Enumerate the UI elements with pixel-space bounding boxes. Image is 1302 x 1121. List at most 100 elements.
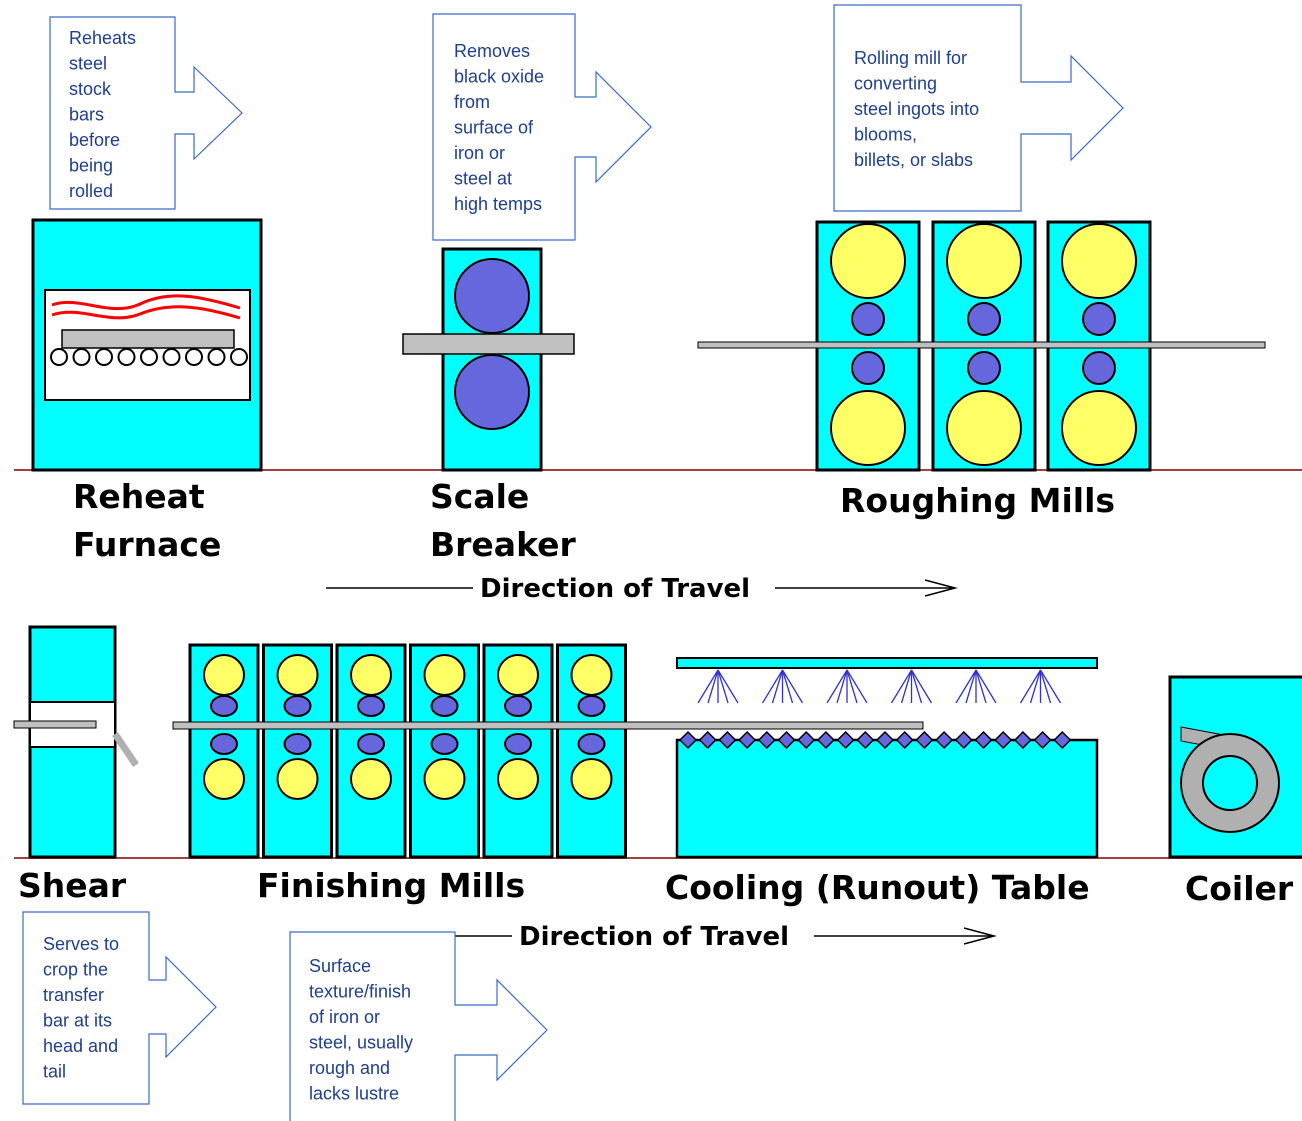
finishing-roll-small [283, 695, 312, 717]
label-coiler: Coiler [1185, 869, 1294, 908]
finishing-roll-small [210, 733, 238, 755]
reheat-furnace [31, 218, 263, 472]
scale-breaker [402, 247, 575, 472]
finishing-roll-small [357, 733, 385, 755]
label-reheat-furnace-1: Reheat [73, 477, 205, 516]
finishing-roll-small [430, 733, 459, 755]
callout-reheat-text: Reheats steel stock bars before being ro… [69, 28, 141, 201]
label-roughing-mills: Roughing Mills [840, 481, 1115, 520]
finishing-roll-large [350, 758, 392, 800]
flame-1 [51, 294, 241, 311]
finishing-roll-large [276, 758, 319, 800]
roughing-roll-large [1061, 223, 1137, 299]
callout-scale: Removes black oxide from surface of iron… [432, 13, 652, 241]
cooling-table [675, 657, 1099, 859]
finishing-roll-small [577, 733, 606, 755]
finishing-roll-small [210, 695, 238, 717]
finishing-roll-large [350, 654, 392, 696]
callout-finishing: Surface texture/finish of iron or steel,… [289, 931, 548, 1121]
scale-breaker-roll-bottom [454, 354, 530, 430]
roughing-bar [697, 341, 1266, 349]
water-spray [1019, 669, 1062, 704]
water-spray [955, 669, 997, 704]
shear-cropped-piece [112, 732, 139, 767]
table-roller [836, 730, 855, 750]
finishing-bar [172, 721, 924, 730]
roughing-roll-large [830, 390, 906, 466]
finishing-roll-small [577, 695, 606, 717]
spray-header [676, 657, 1098, 669]
furnace-roller [50, 348, 68, 366]
table-roller [895, 730, 914, 750]
finishing-roll-large [497, 758, 539, 800]
finishing-roll-small [357, 695, 385, 717]
callout-scale-text: Removes black oxide from surface of iron… [454, 41, 549, 214]
roughing-roll-large [946, 223, 1022, 299]
flame-2 [51, 305, 241, 320]
water-spray [826, 669, 868, 704]
table-roller [738, 730, 757, 750]
finishing-mills [188, 643, 627, 859]
table-roller [935, 730, 954, 750]
roughing-roll-small [1082, 351, 1116, 385]
roughing-roll-large [830, 223, 906, 299]
finishing-roll-large [423, 758, 466, 800]
finishing-roll-large [423, 654, 466, 696]
table-roller [1013, 730, 1032, 750]
table-roller [816, 730, 835, 750]
furnace-roller [207, 348, 226, 366]
table-roller [954, 730, 973, 750]
callout-roughing-text: Rolling mill for converting steel ingots… [854, 48, 984, 170]
shear [13, 625, 139, 859]
table-roller [1033, 730, 1052, 750]
direction-arrow-top: Direction of Travel [326, 574, 958, 604]
table-roller [974, 730, 993, 750]
callout-roughing: Rolling mill for converting steel ingots… [833, 4, 1124, 212]
table-roller [1053, 730, 1072, 750]
callout-shear-text: Serves to crop the transfer bar at its h… [43, 934, 124, 1082]
scale-breaker-bar [402, 333, 575, 355]
finishing-roll-large [570, 654, 613, 696]
label-reheat-furnace-2: Furnace [73, 525, 221, 564]
roughing-roll-small [1082, 302, 1116, 336]
furnace-roller [140, 348, 158, 366]
runout-rollers [678, 730, 1072, 750]
table-roller [777, 730, 796, 750]
direction-arrow-bottom: Direction of Travel [365, 922, 997, 952]
table-roller [718, 730, 737, 750]
table-roller [856, 730, 875, 750]
furnace-roller [185, 348, 203, 366]
table-roller [915, 730, 934, 750]
label-scale-breaker-2: Breaker [430, 525, 577, 564]
table-roller [797, 730, 816, 750]
roughing-roll-large [1061, 390, 1137, 466]
finishing-roll-large [497, 654, 539, 696]
roughing-roll-small [967, 302, 1001, 336]
callout-finishing-text: Surface texture/finish of iron or steel,… [309, 956, 418, 1104]
finishing-roll-large [203, 654, 245, 696]
water-sprays [697, 669, 1062, 704]
roughing-roll-small [851, 351, 885, 385]
water-spray [697, 669, 739, 704]
label-scale-breaker-1: Scale [430, 477, 529, 516]
roughing-roll-small [851, 302, 885, 336]
table-roller [994, 730, 1013, 750]
label-cooling-table: Cooling (Runout) Table [665, 868, 1090, 907]
finishing-roll-small [504, 695, 532, 717]
furnace-roller [230, 348, 248, 366]
table-roller [875, 730, 895, 750]
callout-shear: Serves to crop the transfer bar at its h… [22, 911, 217, 1105]
furnace-roller [117, 348, 136, 366]
table-roller [678, 730, 698, 750]
label-finishing-mills: Finishing Mills [257, 866, 525, 905]
water-spray [890, 669, 933, 704]
furnace-roller [95, 348, 113, 366]
scale-breaker-roll-top [454, 258, 530, 334]
coiler [1168, 675, 1302, 859]
table-roller [698, 730, 717, 750]
direction-label-bottom: Direction of Travel [519, 922, 789, 952]
water-spray [761, 669, 804, 704]
furnace-roller [72, 348, 91, 366]
